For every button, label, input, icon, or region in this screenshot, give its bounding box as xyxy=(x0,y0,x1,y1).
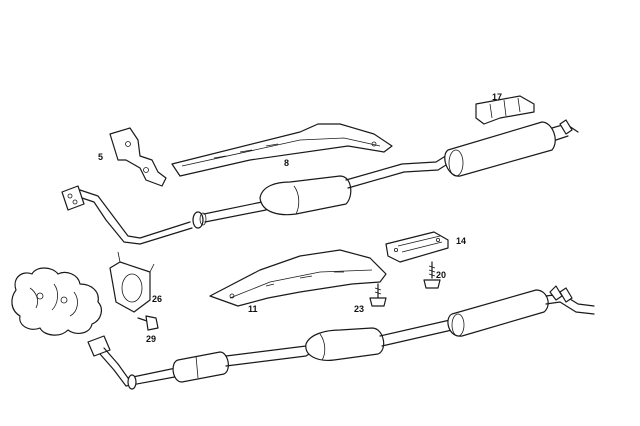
shield-plate-part-14 xyxy=(385,231,449,263)
callout-29: 29 xyxy=(146,334,156,344)
callout-23: 23 xyxy=(354,304,364,314)
upper-rear-muffler xyxy=(444,121,556,177)
lower-mid-pipe xyxy=(225,343,313,357)
lower-catalytic-converter xyxy=(172,351,229,383)
heat-shield-part-8 xyxy=(171,123,393,177)
upper-down-pipe xyxy=(79,189,193,245)
upper-tail-pipe xyxy=(551,119,579,141)
screw-part-23 xyxy=(369,283,387,307)
callout-26: 26 xyxy=(152,294,162,304)
upper-exhaust-assembly xyxy=(61,119,579,245)
callout-17: 17 xyxy=(492,92,502,102)
upper-catalytic-converter xyxy=(259,175,352,216)
bolt-part-29 xyxy=(137,315,159,331)
callout-14: 14 xyxy=(456,236,466,246)
callout-8: 8 xyxy=(284,158,289,168)
callout-5: 5 xyxy=(98,152,103,162)
upper-front-flange xyxy=(61,185,85,211)
bracket-part-5 xyxy=(109,127,167,187)
lower-tail-pipe xyxy=(545,285,595,315)
lower-clamp xyxy=(127,374,137,390)
upper-center-pipe xyxy=(345,151,453,181)
screw-part-20 xyxy=(423,261,441,289)
lower-front-flange xyxy=(87,335,111,357)
callout-20: 20 xyxy=(436,270,446,280)
clamp-part-26 xyxy=(109,251,155,313)
callout-11: 11 xyxy=(248,304,258,314)
lower-exhaust-assembly xyxy=(87,285,595,390)
lower-center-muffler xyxy=(305,327,385,361)
engine-manifold-outline xyxy=(11,267,102,336)
lower-down-pipe xyxy=(103,347,177,379)
heat-shield-part-11 xyxy=(209,249,387,307)
lower-rear-muffler xyxy=(447,289,549,337)
upper-clamp xyxy=(192,211,207,229)
upper-mid-pipe xyxy=(203,201,263,215)
lower-center-pipe xyxy=(379,319,451,337)
heat-shield-part-17 xyxy=(475,95,535,125)
